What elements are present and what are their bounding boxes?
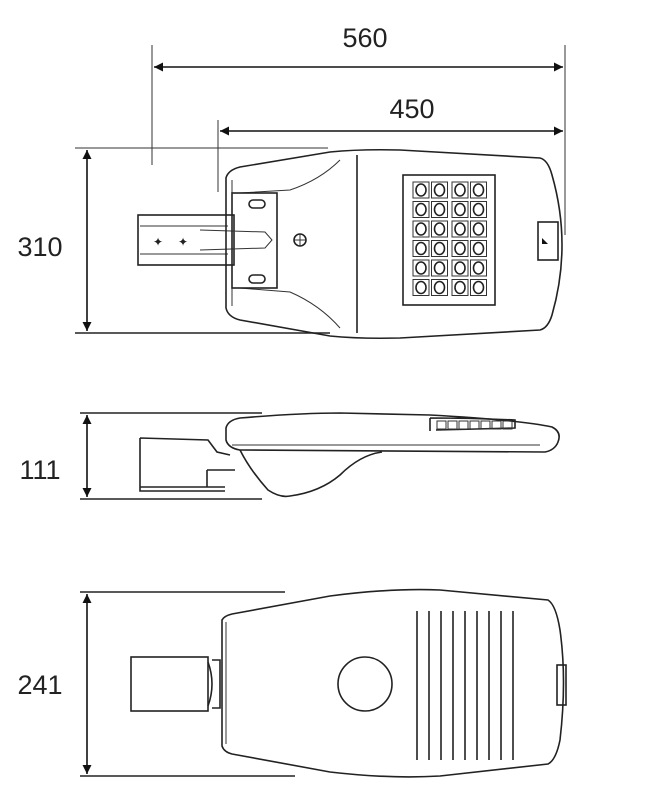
led-lens bbox=[472, 280, 485, 295]
led-cell bbox=[451, 201, 469, 218]
latch bbox=[248, 274, 266, 284]
led-lens bbox=[415, 280, 427, 295]
side-fin bbox=[502, 420, 513, 430]
led-cell bbox=[470, 279, 487, 296]
arm-detail bbox=[140, 225, 273, 255]
latch bbox=[248, 199, 266, 209]
side-fin bbox=[436, 420, 447, 430]
bracket-collar bbox=[207, 659, 221, 709]
led-lens bbox=[454, 183, 466, 197]
led-lens bbox=[454, 222, 466, 236]
led-lens bbox=[472, 202, 485, 217]
led-lens bbox=[415, 241, 427, 256]
led-cell bbox=[470, 181, 487, 199]
led-cell bbox=[470, 259, 487, 277]
side-fins bbox=[429, 417, 516, 431]
led-lens bbox=[433, 202, 446, 217]
led-cell bbox=[431, 201, 448, 218]
led-lens bbox=[454, 261, 466, 275]
led-lens bbox=[472, 222, 485, 236]
led-lens bbox=[454, 280, 466, 295]
led-cell bbox=[431, 240, 448, 257]
top-view: 560 450 310 ✦ ✦ bbox=[17, 23, 566, 340]
led-cell bbox=[431, 279, 448, 296]
dimension-label-111: 111 bbox=[19, 455, 60, 485]
led-lens bbox=[415, 261, 427, 275]
side-fin bbox=[469, 420, 480, 430]
led-cell bbox=[451, 220, 469, 238]
led-cell bbox=[470, 201, 487, 218]
crosshair-icon bbox=[293, 233, 307, 247]
led-grid bbox=[412, 181, 487, 296]
led-cell bbox=[412, 201, 430, 218]
led-cell bbox=[470, 220, 487, 238]
led-cell bbox=[470, 240, 487, 257]
led-lens bbox=[433, 261, 446, 275]
led-lens bbox=[415, 202, 427, 217]
side-body-housing bbox=[239, 449, 383, 498]
side-fin bbox=[491, 420, 502, 430]
bolt-icon: ✦ bbox=[178, 235, 188, 249]
led-cell bbox=[431, 220, 448, 238]
led-lens bbox=[454, 202, 466, 217]
dimension-label-450: 450 bbox=[389, 94, 434, 124]
side-bracket bbox=[139, 437, 235, 492]
bottom-view: 241 bbox=[17, 588, 567, 778]
end-tab bbox=[537, 221, 559, 261]
led-cell bbox=[412, 220, 430, 238]
led-lens bbox=[415, 222, 427, 236]
led-cell bbox=[451, 279, 469, 296]
heatsink-fins bbox=[416, 611, 514, 760]
led-lens bbox=[472, 241, 485, 256]
side-body-top bbox=[225, 412, 560, 453]
bottom-end-tab bbox=[556, 664, 567, 706]
led-lens bbox=[472, 183, 485, 197]
gear-compartment bbox=[231, 192, 278, 289]
led-lens bbox=[472, 261, 485, 275]
side-view: 111 bbox=[19, 412, 560, 500]
led-cell bbox=[451, 259, 469, 277]
led-cell bbox=[412, 279, 430, 296]
bolt-icon: ✦ bbox=[153, 235, 163, 249]
side-fin bbox=[480, 420, 491, 430]
led-cell bbox=[412, 259, 430, 277]
led-lens bbox=[454, 241, 466, 256]
bottom-bracket bbox=[130, 656, 209, 712]
led-cell bbox=[412, 181, 430, 199]
led-lens bbox=[433, 280, 446, 295]
side-fin bbox=[447, 420, 458, 430]
bottom-body bbox=[221, 588, 565, 778]
mounting-arm bbox=[137, 214, 235, 266]
led-cell bbox=[412, 240, 430, 257]
led-cell bbox=[451, 240, 469, 257]
side-fin bbox=[458, 420, 469, 430]
sensor-socket bbox=[337, 656, 393, 712]
luminaire-body bbox=[225, 148, 563, 340]
dimension-label-560: 560 bbox=[342, 23, 387, 53]
led-cell bbox=[431, 181, 448, 199]
led-lens bbox=[433, 183, 446, 197]
led-lens bbox=[415, 183, 427, 197]
dimension-label-241: 241 bbox=[17, 670, 62, 700]
led-lens bbox=[433, 222, 446, 236]
led-cell bbox=[451, 181, 469, 199]
dimension-label-310: 310 bbox=[17, 232, 62, 262]
led-cell bbox=[431, 259, 448, 277]
led-module bbox=[402, 174, 496, 306]
body-contour bbox=[239, 159, 341, 329]
led-lens bbox=[433, 241, 446, 256]
